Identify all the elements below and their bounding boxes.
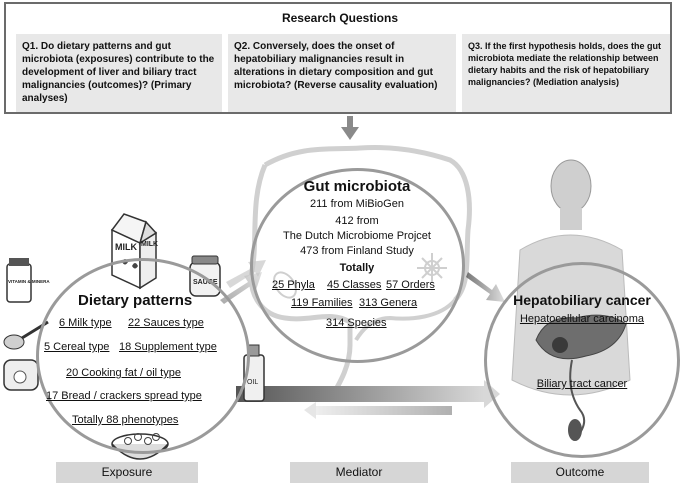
vitamin-bottle-label: VITAMIN & MINERA [8,279,50,284]
gut-genera: 313 Genera [359,297,418,309]
research-questions-box: Research Questions Q1. Do dietary patter… [4,2,672,114]
outcome-label: Outcome [511,462,649,483]
gut-source-dutch: The Dutch Microbiome Projcet [283,230,431,242]
diet-bread-spread: 17 Bread / crackers spread type [46,390,202,402]
gut-source-mibiogen: 211 from MiBioGen [310,198,404,210]
research-questions-title: Research Questions [281,11,399,25]
vitamin-bottle-icon [6,258,32,303]
outcome-circle [484,262,680,458]
milk-carton-label: MILK [115,242,137,252]
question-3: Q3. If the first hypothesis holds, does … [462,34,670,112]
gut-species: 314 Species [326,317,387,329]
gut-families: 119 Families [291,297,353,309]
gut-orders: 57 Orders [386,279,435,291]
mediator-circle [250,168,465,363]
question-1: Q1. Do dietary patterns and gut microbio… [16,34,222,112]
outcome-hcc: Hepatocellular carcinoma [519,313,645,325]
diet-milk: 6 Milk type [59,317,112,329]
gut-phyla: 25 Phyla [272,279,315,291]
hepatobiliary-cancer-title: Hepatobiliary cancer [513,292,651,308]
exposure-label: Exposure [56,462,198,483]
outcome-btc: Biliary tract cancer [536,378,628,390]
arrow-mediator-to-outcome-icon [466,272,505,302]
dietary-patterns-title: Dietary patterns [78,292,193,309]
cooking-oil-bottle-label: OIL [247,379,258,386]
exposure-circle [36,258,250,454]
mediator-label: Mediator [290,462,428,483]
gut-classes: 45 Classes [327,279,382,291]
diet-cooking-fat: 20 Cooking fat / oil type [66,367,181,379]
toast-icon [3,359,39,391]
arrow-outcome-to-exposure-icon [304,402,452,419]
arrow-exposure-to-outcome-icon [236,380,500,408]
diet-total: Totally 88 phenotypes [72,414,179,426]
question-2: Q2. Conversely, does the onset of hepato… [228,34,456,112]
gut-source-finland: 473 from Finland Study [300,245,414,257]
diet-cereal: 5 Cereal type [44,341,110,353]
milk-carton-label: MILK [141,241,158,248]
gut-microbiota-title: Gut microbiota [303,178,411,195]
gut-totally-label: Totally [339,262,375,274]
down-arrow-icon [341,116,359,140]
diet-supplement: 18 Supplement type [119,341,217,353]
gut-source-dutch-count: 412 from [335,215,379,227]
diet-sauces: 22 Sauces type [128,317,204,329]
